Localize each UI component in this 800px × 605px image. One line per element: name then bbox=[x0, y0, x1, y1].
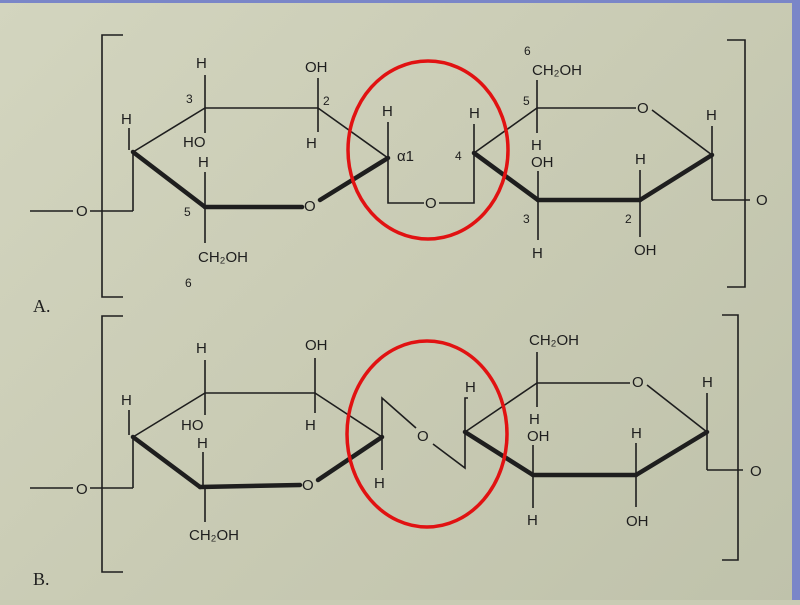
ring-oxygen-right-a: O bbox=[637, 100, 649, 117]
ring-left-wedge1-b bbox=[130, 434, 203, 490]
num-2-a: 2 bbox=[323, 94, 330, 108]
h-c2-a: H bbox=[306, 135, 317, 152]
o-link-b: O bbox=[417, 428, 429, 445]
h-bot-b: H bbox=[527, 512, 538, 529]
oxygen-left-a: O bbox=[76, 203, 88, 220]
link-right-a bbox=[439, 153, 475, 204]
ring-left-wedge1-a bbox=[130, 149, 208, 210]
highlight-circle-b bbox=[345, 339, 509, 529]
h-c2r-a: H bbox=[635, 151, 646, 168]
ho-b: HO bbox=[181, 417, 204, 434]
num-5r-a: 5 bbox=[523, 94, 530, 108]
h-ax-b: H bbox=[374, 475, 385, 492]
num-3-a: 3 bbox=[186, 92, 193, 106]
ch2oh-b: CH₂OH bbox=[189, 527, 239, 544]
top-border bbox=[0, 0, 800, 3]
h-c3-a: H bbox=[196, 55, 207, 72]
link-right-b bbox=[432, 397, 468, 470]
h-left-a: H bbox=[121, 111, 132, 128]
h-alpha-a: H bbox=[382, 103, 393, 120]
h-ring-b: H bbox=[197, 435, 208, 452]
h-right-b: H bbox=[702, 374, 713, 391]
h-bot-a: H bbox=[532, 245, 543, 262]
ring-oxygen-right-b: O bbox=[632, 374, 644, 391]
ch2oh-a: CH₂OH bbox=[198, 249, 248, 266]
right-bracket-b bbox=[722, 314, 739, 561]
ring-right-top-b bbox=[464, 382, 630, 433]
h-c4-b: H bbox=[465, 379, 476, 396]
oxygen-right-a: O bbox=[756, 192, 768, 209]
left-bracket-a bbox=[101, 34, 123, 298]
ring-left-top-b bbox=[132, 392, 383, 438]
h-right-a: H bbox=[706, 107, 717, 124]
num-6-a: 6 bbox=[185, 276, 192, 290]
panel-label-b: B. bbox=[33, 569, 50, 589]
right-border bbox=[792, 0, 800, 600]
oh-bot-b: OH bbox=[626, 513, 649, 530]
ring-right-top-a bbox=[473, 107, 636, 154]
left-bracket-b bbox=[101, 315, 123, 573]
h-ring-a: H bbox=[198, 154, 209, 171]
oh-c3r-a: OH bbox=[531, 154, 554, 171]
num-4-a: 4 bbox=[455, 149, 462, 163]
alpha1-label-a: α1 bbox=[397, 148, 414, 165]
right-bracket-a bbox=[727, 39, 746, 288]
ring-right-wedge3-b bbox=[633, 429, 710, 478]
ring-right-top2-a bbox=[651, 109, 713, 156]
oxygen-right-b: O bbox=[750, 463, 762, 480]
h-c2-b: H bbox=[305, 417, 316, 434]
num-2r-a: 2 bbox=[625, 212, 632, 226]
ring-left-wedge2-b bbox=[197, 482, 303, 490]
ch2oh-r-a: CH₂OH bbox=[532, 62, 582, 79]
h-left-b: H bbox=[121, 392, 132, 409]
oh-c2-b: OH bbox=[305, 337, 328, 354]
ring-oxygen-left-b: O bbox=[302, 477, 314, 494]
h-c3-b: H bbox=[196, 340, 207, 357]
link-left-a bbox=[387, 158, 424, 204]
num-5-a: 5 bbox=[184, 205, 191, 219]
panel-label-a: A. bbox=[33, 296, 51, 316]
ch2oh-r-b: CH₂OH bbox=[529, 332, 579, 349]
highlight-circle-a bbox=[346, 59, 510, 241]
num-6r-a: 6 bbox=[524, 44, 531, 58]
h-c5r-b: H bbox=[529, 411, 540, 428]
ring-right-wedge1-b bbox=[462, 429, 536, 478]
ring-oxygen-left-a: O bbox=[304, 198, 316, 215]
panel-b: O H O H HO H CH₂OH OH H O bbox=[30, 314, 762, 589]
h-c2r-b: H bbox=[631, 425, 642, 442]
oxygen-left-b: O bbox=[76, 481, 88, 498]
num-3r-a: 3 bbox=[523, 212, 530, 226]
oh-c3r-b: OH bbox=[527, 428, 550, 445]
ring-left-top-a bbox=[132, 107, 389, 159]
panel-a: O H O H 3 HO H 5 CH₂OH 6 OH bbox=[30, 34, 768, 316]
ring-right-wedge3-a bbox=[637, 152, 715, 203]
link-left-b bbox=[381, 396, 417, 437]
h-c4-a: H bbox=[469, 105, 480, 122]
oh-c2-a: OH bbox=[305, 59, 328, 76]
ring-right-top2-b bbox=[646, 384, 708, 433]
oh-bot-a: OH bbox=[634, 242, 657, 259]
o-link-a: O bbox=[425, 195, 437, 212]
h-c5r-a: H bbox=[531, 137, 542, 154]
ho-a: HO bbox=[183, 134, 206, 151]
